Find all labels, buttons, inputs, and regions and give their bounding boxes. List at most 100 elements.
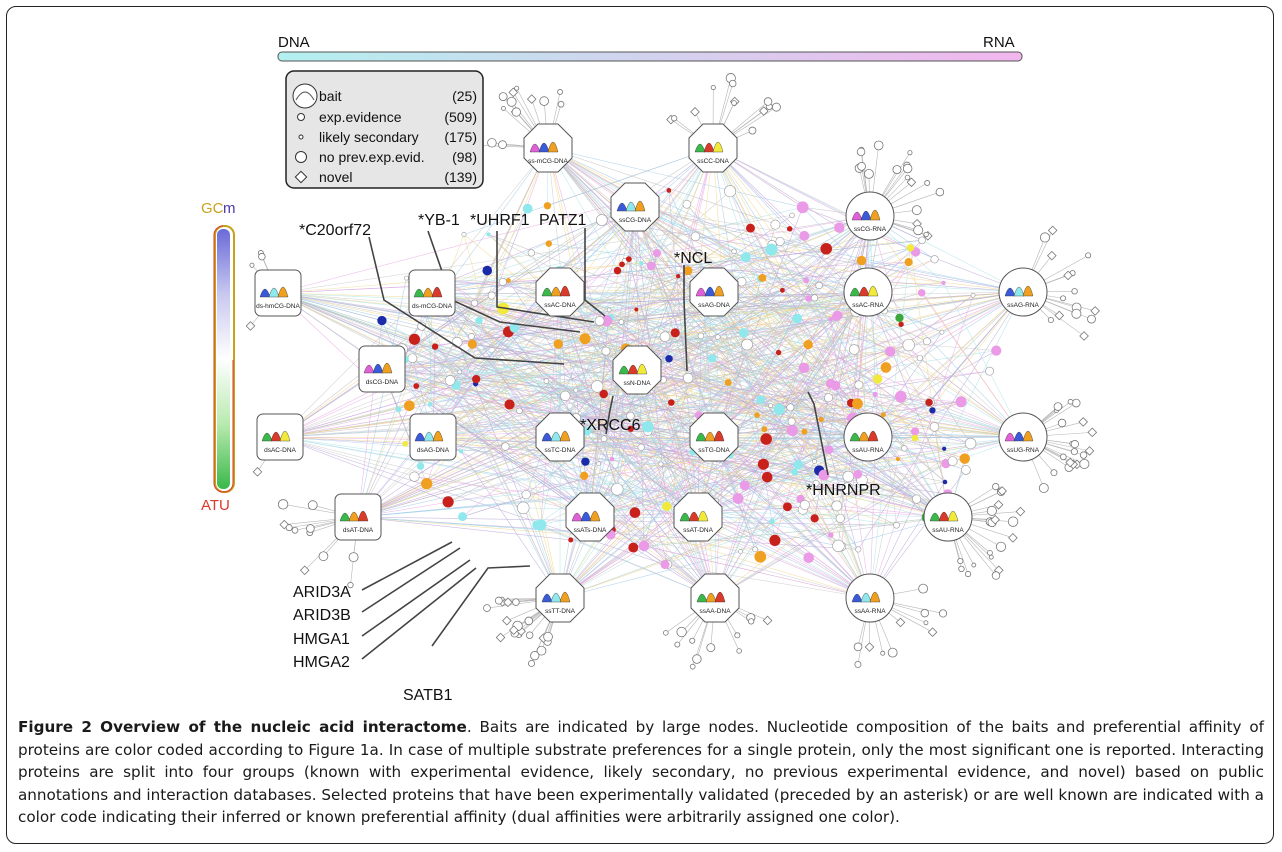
- protein-node: [613, 266, 622, 275]
- bait-node: ssTT-DNA: [535, 573, 585, 623]
- protein-node: [970, 292, 976, 298]
- protein-node: [307, 500, 318, 511]
- protein-node: [665, 355, 673, 363]
- protein-node: [416, 462, 425, 470]
- protein-node: [852, 398, 863, 410]
- protein-node: [964, 570, 972, 578]
- protein-node: [609, 456, 615, 462]
- bait-node: ssAT-DNA: [673, 492, 723, 542]
- protein-node: [824, 393, 833, 403]
- protein-node: [964, 437, 977, 450]
- protein-node: [853, 642, 863, 652]
- figure-frame: [6, 6, 1274, 844]
- protein-node: [1057, 418, 1067, 428]
- protein-node: [557, 89, 563, 95]
- legend-label: exp.evidence: [319, 109, 402, 125]
- bait-label: ssN-DNA: [623, 380, 651, 387]
- protein-node: [525, 631, 534, 639]
- novel-protein-node: [906, 177, 917, 188]
- protein-node: [724, 379, 732, 387]
- bait-node: ssAU-RNA: [923, 492, 973, 542]
- protein-node: [939, 329, 945, 335]
- novel-protein-node: [864, 642, 875, 652]
- protein-node: [757, 458, 769, 470]
- protein-node: [1050, 469, 1058, 477]
- novel-protein-node: [245, 321, 256, 331]
- protein-node: [1007, 516, 1019, 527]
- protein-node: [318, 551, 329, 562]
- protein-node: [682, 199, 692, 209]
- protein-node: [444, 375, 456, 386]
- novel-protein-node: [502, 615, 512, 626]
- legend-count: (25): [452, 88, 477, 104]
- novel-protein-node: [1063, 270, 1073, 281]
- protein-node: [924, 180, 931, 186]
- protein-node: [674, 641, 681, 648]
- protein-node: [487, 138, 497, 148]
- protein-node: [895, 456, 900, 462]
- protein-node: [347, 581, 354, 589]
- protein-node: [786, 424, 798, 437]
- protein-node: [738, 548, 744, 554]
- protein-node: [1071, 288, 1078, 295]
- protein-node: [1067, 398, 1074, 405]
- protein-node: [991, 345, 1002, 356]
- gc-label: GC: [201, 200, 224, 217]
- protein-node: [579, 333, 591, 345]
- protein-node: [536, 645, 547, 656]
- protein-node: [528, 659, 535, 667]
- protein-node: [662, 501, 672, 511]
- protein-node: [810, 514, 819, 523]
- protein-node: [765, 243, 778, 256]
- protein-node: [828, 317, 833, 322]
- legend-no-prev-icon: [295, 151, 307, 163]
- dna-rna-gradient-bar: [277, 51, 1023, 62]
- protein-node: [377, 315, 387, 326]
- protein-node: [1071, 398, 1081, 408]
- protein-node: [918, 583, 929, 594]
- bait-label: ssCG-RNA: [854, 226, 887, 233]
- novel-protein-node: [762, 615, 773, 626]
- protein-node: [1085, 252, 1092, 259]
- protein-node: [857, 162, 866, 171]
- protein-node: [652, 249, 662, 258]
- novel-protein-node: [1079, 331, 1089, 341]
- bait-node: ssCC-DNA: [688, 123, 738, 173]
- protein-node: [752, 546, 758, 553]
- novel-protein-node: [526, 94, 537, 104]
- protein-node: [729, 79, 737, 88]
- bait-node: ssTC-DNA: [535, 412, 585, 462]
- protein-node: [789, 212, 795, 219]
- protein-node: [611, 483, 624, 496]
- bait-label: ssATs-DNA: [574, 527, 607, 534]
- protein-node: [596, 461, 602, 467]
- protein-node: [872, 374, 883, 384]
- protein-node: [731, 100, 737, 106]
- protein-node: [663, 630, 669, 636]
- protein-node: [805, 295, 812, 302]
- protein-node: [498, 140, 507, 150]
- protein-node: [820, 242, 833, 255]
- protein-label-hnrnpr: *HNRNPR: [806, 482, 881, 499]
- protein-node: [1059, 453, 1067, 461]
- protein-node: [901, 445, 908, 452]
- protein-node: [832, 310, 843, 321]
- bait-node: dsAT-DNA: [334, 493, 382, 541]
- protein-node: [782, 502, 792, 512]
- protein-node: [660, 559, 670, 570]
- protein-node: [791, 468, 799, 476]
- protein-node: [754, 412, 760, 418]
- protein-node: [458, 512, 468, 522]
- novel-protein-node: [1008, 533, 1018, 543]
- protein-node: [988, 554, 994, 560]
- protein-node: [991, 571, 1001, 580]
- protein-node: [402, 441, 409, 447]
- protein-node: [736, 276, 747, 287]
- protein-node: [818, 416, 824, 422]
- bait-label: ssTT-DNA: [545, 608, 576, 615]
- bait-label: ssAG-DNA: [698, 302, 730, 309]
- protein-node: [894, 390, 907, 403]
- bait-label: ssAG-RNA: [1007, 302, 1039, 309]
- bait-label: dsAG-DNA: [417, 447, 450, 454]
- protein-node: [543, 631, 553, 642]
